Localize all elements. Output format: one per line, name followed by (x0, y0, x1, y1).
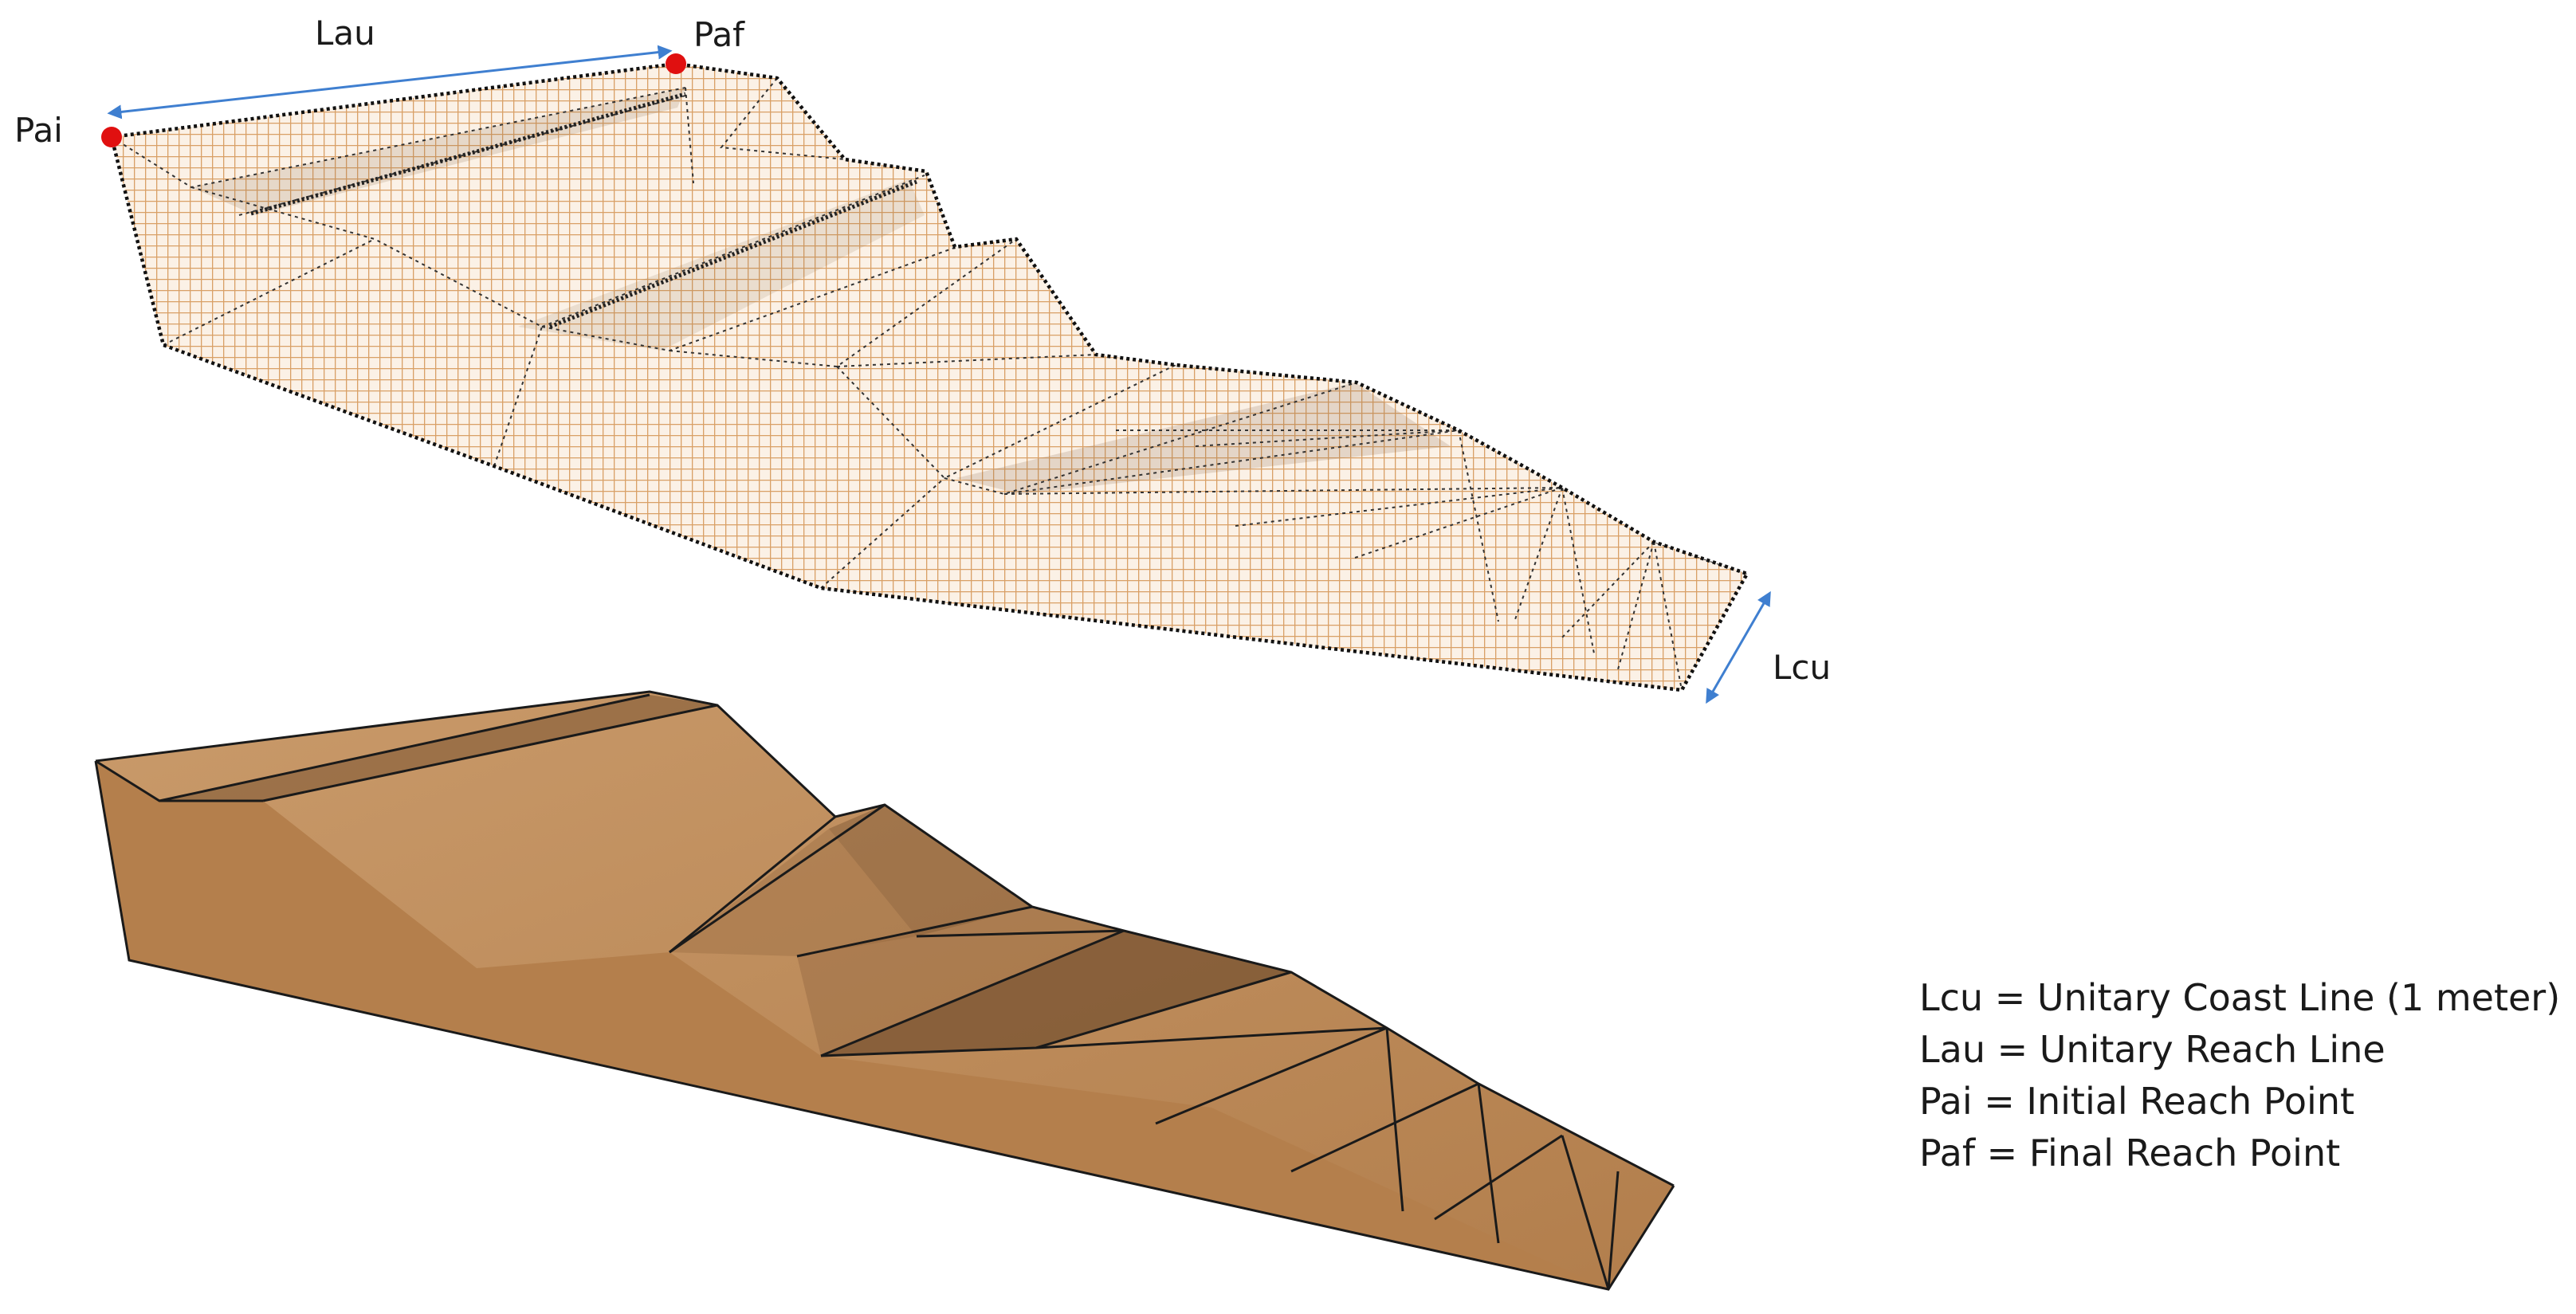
lau-label: Lau (315, 14, 375, 53)
solid-dark-facet (797, 907, 1124, 1056)
mesh-facet-lines (112, 77, 1747, 690)
solid-edges (94, 690, 1675, 1291)
mesh-shading (191, 88, 1451, 494)
legend-item: Paf = Final Reach Point (1919, 1132, 2340, 1175)
legend-item: Lcu = Unitary Coast Line (1 meter) (1919, 976, 2560, 1019)
wireframe-mesh (109, 61, 1750, 692)
legend-item: Lau = Unitary Reach Line (1919, 1028, 2386, 1071)
solid-top-surface (96, 692, 1674, 1289)
pai-point (101, 127, 122, 147)
solid-model (94, 690, 1675, 1291)
lcu-arrow (1706, 590, 1771, 704)
paf-label: Paf (693, 15, 745, 54)
paf-point (666, 53, 686, 74)
lcu-label: Lcu (1773, 648, 1831, 687)
solid-dark-facet (821, 931, 1291, 1056)
mesh-grid (112, 64, 1747, 690)
legend: Lcu = Unitary Coast Line (1 meter) Lau =… (1919, 976, 2560, 1175)
lau-arrow (107, 45, 673, 120)
mesh-outline (109, 61, 1750, 692)
pai-label: Pai (14, 111, 63, 150)
mesh-ridge-lines (250, 92, 917, 329)
legend-item: Pai = Initial Reach Point (1919, 1080, 2354, 1123)
solid-dark-facet (159, 695, 717, 801)
solid-dark-facet (829, 805, 1032, 936)
solid-dark-facet (670, 829, 917, 956)
